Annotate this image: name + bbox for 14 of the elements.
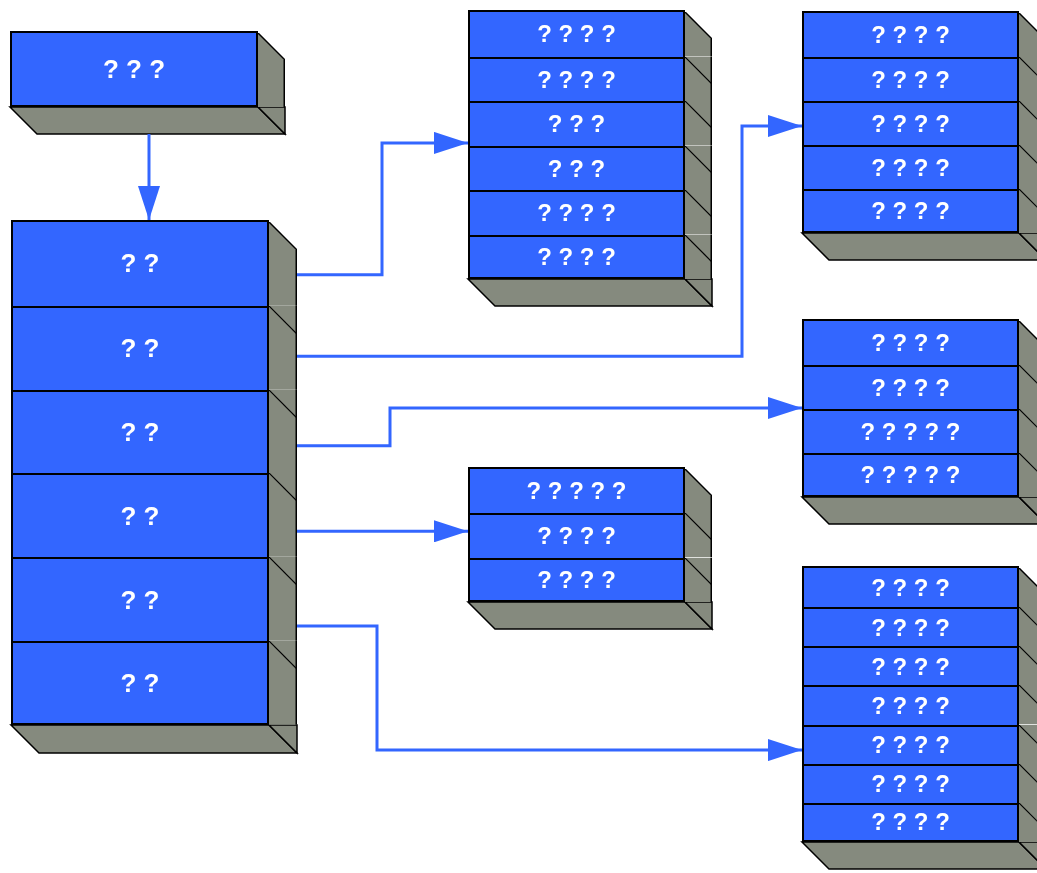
block-label: ? ? ? [12, 33, 258, 107]
arrow [297, 115, 802, 358]
stacked-block [468, 10, 712, 306]
stacked-block [802, 11, 1037, 260]
arrow [297, 624, 802, 762]
stacked-block [468, 467, 712, 629]
stacked-block [11, 220, 297, 753]
arrow [297, 131, 468, 277]
stacked-block [10, 31, 285, 134]
arrow [138, 134, 160, 220]
arrow [297, 520, 468, 543]
stacked-block [802, 566, 1037, 869]
arrow [297, 397, 802, 448]
stacked-block [802, 319, 1037, 524]
